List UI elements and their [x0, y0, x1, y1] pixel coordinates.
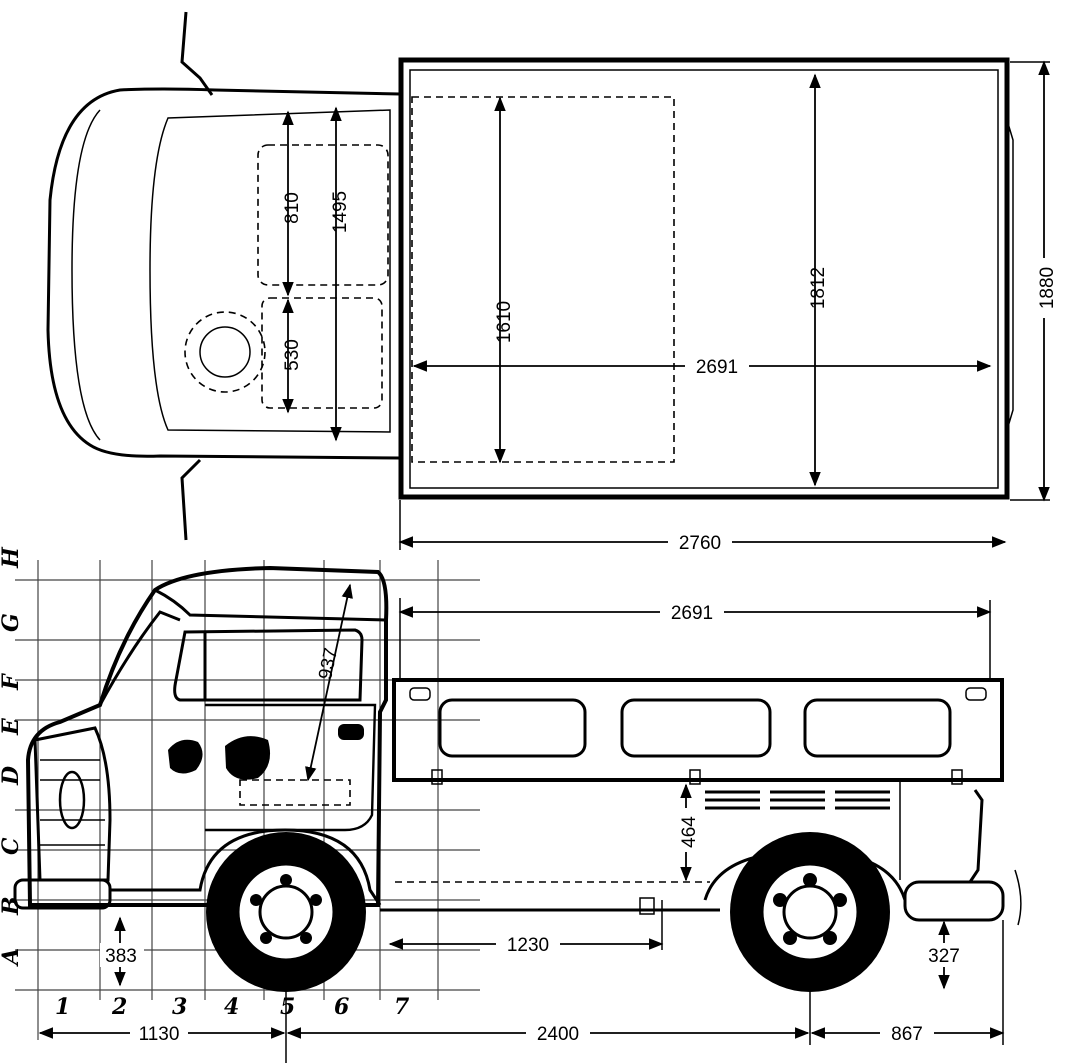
- dim-label-1230: 1230: [507, 935, 549, 956]
- cab-top-roof: [149, 109, 391, 433]
- bed-side-panel: [392, 678, 1004, 782]
- grid-col-label-6: 6: [334, 994, 349, 1020]
- bed-clip-2: [689, 769, 701, 785]
- grid-col-label-1: 1: [55, 994, 70, 1020]
- dim-gap-464: [676, 808, 698, 852]
- top-mirror-upper: [180, 11, 214, 96]
- bed-panel-window-1: [438, 698, 587, 758]
- cab-seat-lower: [261, 297, 383, 409]
- dim-gap-383: [100, 943, 144, 967]
- chassis-bracket: [639, 897, 655, 915]
- rear-wheel: [730, 832, 890, 992]
- grid-col-label-4: 4: [224, 994, 239, 1020]
- cab-side-roofline: [154, 588, 386, 622]
- grid-col-label-3: 3: [172, 994, 187, 1020]
- rear-bumper-strut: [968, 789, 984, 883]
- dim-label-2691-side: 2691: [671, 603, 713, 624]
- door-inner-dashed: [239, 779, 351, 806]
- grid-row-label-f: F: [0, 673, 24, 691]
- steering-hub: [199, 326, 251, 378]
- dim-label-810: 810: [282, 192, 303, 224]
- bed-hinge-front: [409, 687, 431, 701]
- side-emblem-left: [168, 739, 203, 774]
- top-view: 810 1495 530 1610 1812 1880 2691 2760: [46, 11, 1058, 554]
- dim-gap-2691-top: [685, 354, 749, 378]
- dim-label-1880: 1880: [1037, 267, 1058, 309]
- bed-top-dashed: [411, 96, 675, 463]
- dim-gap-327: [920, 943, 968, 967]
- bed-clip-3: [951, 769, 963, 785]
- top-mirror-lower: [180, 458, 202, 541]
- bed-top-inner: [409, 69, 999, 489]
- dim-label-2691-top: 2691: [696, 357, 738, 378]
- dim-label-530: 530: [282, 339, 303, 371]
- dim-line-937: [305, 583, 353, 782]
- headlight: [58, 770, 86, 830]
- front-bumper: [13, 878, 112, 910]
- side-emblem-right: [225, 736, 271, 780]
- bed-top-outer: [398, 57, 1010, 500]
- grid-row-label-e: E: [0, 717, 24, 736]
- door-outline: [205, 703, 377, 832]
- steering-wheel: [184, 311, 266, 393]
- dim-gap-1230: [496, 932, 560, 956]
- dim-label-1130: 1130: [139, 1024, 180, 1045]
- dim-label-1495: 1495: [330, 191, 351, 233]
- grid-col-label-5: 5: [280, 994, 295, 1020]
- bed-panel-window-3: [803, 698, 952, 758]
- cab-top-hood-inner: [71, 109, 101, 441]
- dim-label-1812: 1812: [808, 267, 829, 309]
- grid-row-label-g: G: [0, 613, 24, 632]
- dim-label-2400: 2400: [537, 1024, 579, 1045]
- grid-row-label-b: B: [0, 896, 24, 916]
- front-wheel: [206, 832, 366, 992]
- dim-label-383: 383: [105, 946, 137, 967]
- dim-label-464: 464: [679, 816, 700, 848]
- windshield-pillar: [98, 610, 181, 706]
- grid-row-label-c: C: [0, 837, 24, 855]
- dim-gap-1130: [130, 1021, 188, 1045]
- side-view: 2691 937 464 383 1230 327 1130 2400 867: [13, 565, 1022, 1045]
- grid-col-label-7: 7: [394, 994, 410, 1020]
- bed-panel-window-2: [620, 698, 772, 758]
- cab-top-outline: [46, 87, 401, 460]
- grid-col-label-2: 2: [111, 994, 127, 1020]
- dim-label-937: 937: [315, 646, 342, 681]
- side-window: [173, 628, 364, 702]
- front-fender: [110, 828, 382, 906]
- bed-vents: [705, 790, 890, 810]
- dim-gap-2400: [526, 1021, 590, 1045]
- dim-label-867: 867: [891, 1024, 923, 1045]
- front-grille: [33, 726, 112, 882]
- dim-label-327: 327: [928, 946, 960, 967]
- grid-row-label-a: A: [0, 948, 24, 967]
- grid-row-label-d: D: [0, 766, 24, 786]
- rear-hook-mark: [1014, 869, 1022, 926]
- grille-slats: [40, 759, 105, 846]
- dim-label-2760: 2760: [679, 533, 721, 554]
- dim-label-1610: 1610: [494, 301, 515, 343]
- grid-row-label-h: H: [0, 546, 24, 569]
- door-handle: [338, 724, 364, 740]
- rear-bumper: [903, 880, 1005, 922]
- bed-hinge-rear: [965, 687, 987, 701]
- cab-seat-area: [257, 144, 389, 286]
- dim-gap-2760: [668, 530, 732, 554]
- dim-gap-1880: [1030, 258, 1058, 318]
- bed-clip-1: [431, 769, 443, 785]
- dim-gap-2691-side: [660, 600, 724, 624]
- bed-rear-latch: [1006, 119, 1014, 431]
- dim-gap-867: [880, 1021, 934, 1045]
